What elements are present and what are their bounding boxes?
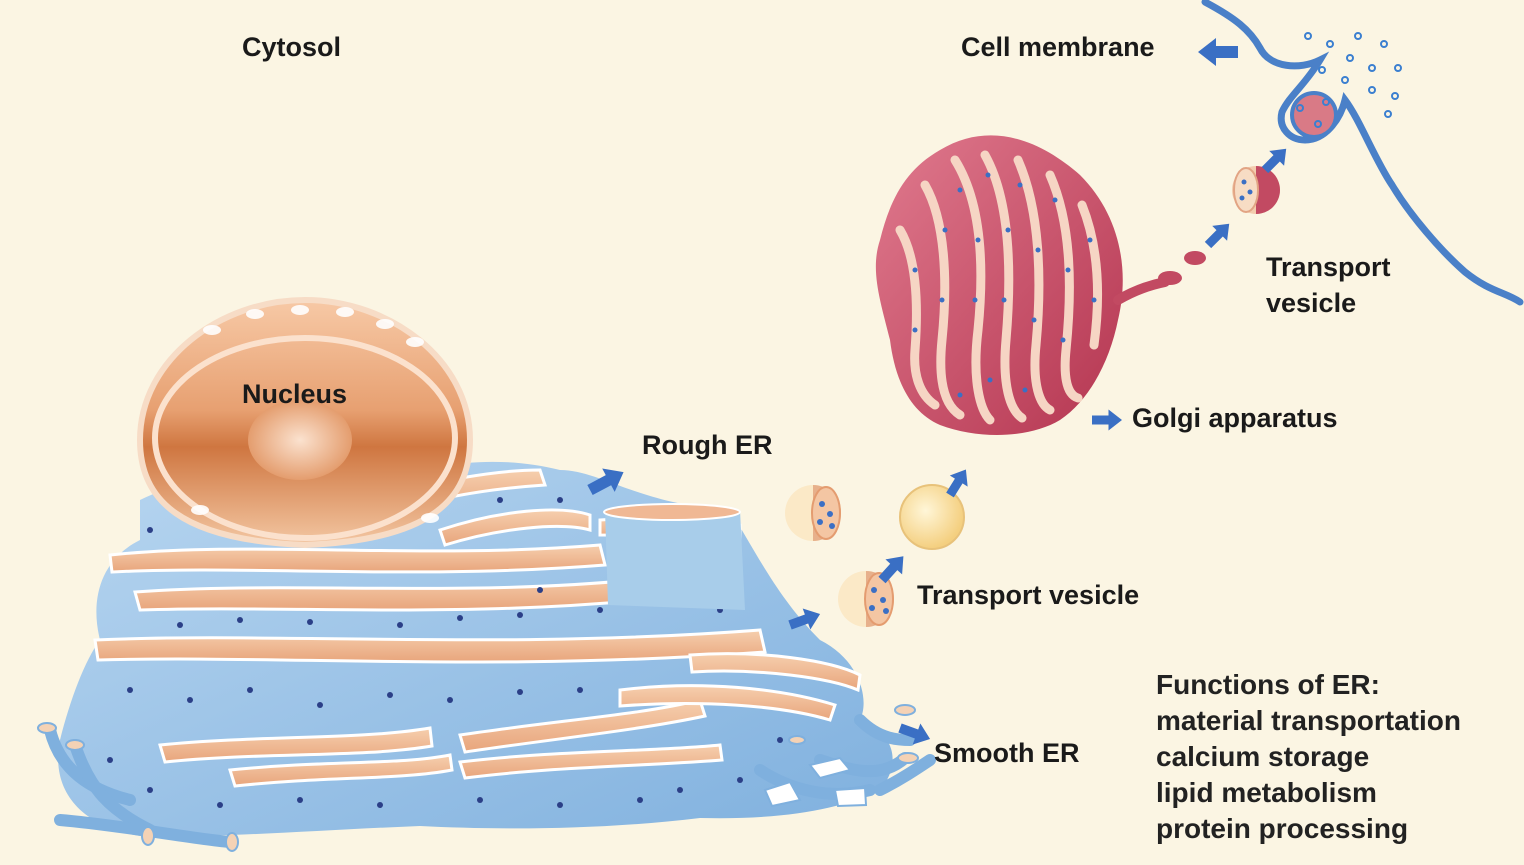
golgi-shape: [875, 135, 1206, 436]
nucleus-shape: [136, 296, 474, 549]
secreted-particles: [1296, 32, 1402, 128]
golgi-label: Golgi apparatus: [1132, 403, 1338, 433]
transport-vesicle-middle-shapes: [785, 484, 965, 627]
cell-membrane-label: Cell membrane: [961, 32, 1155, 62]
smooth-er-label: Smooth ER: [934, 738, 1080, 768]
function-item: calcium storage: [1156, 741, 1370, 772]
arrow-golgi-to-vesicle: [1200, 216, 1237, 253]
transport-vesicle-top-shape: [1232, 166, 1280, 214]
functions-title: Functions of ER:: [1156, 669, 1380, 700]
arrow-to-golgi-label: [1092, 409, 1122, 431]
transport-vesicle-top-label-line2: vesicle: [1266, 288, 1357, 318]
function-item: protein processing: [1156, 813, 1409, 844]
er-shape: [58, 461, 893, 837]
functions-of-er-block: Functions of ER: material transportation…: [1156, 667, 1461, 847]
function-item: lipid metabolism: [1156, 777, 1377, 808]
arrow-to-cell-membrane: [1198, 38, 1238, 66]
nucleus-label: Nucleus: [242, 379, 348, 409]
rough-er-label: Rough ER: [642, 430, 773, 460]
transport-vesicle-middle-label: Transport vesicle: [917, 580, 1140, 610]
function-item: material transportation: [1156, 705, 1461, 736]
fusing-vesicle: [1290, 91, 1338, 139]
cell-membrane-line: [1201, 0, 1524, 306]
cytosol-label: Cytosol: [242, 32, 342, 62]
transport-vesicle-top-label-line1: Transport: [1266, 252, 1391, 282]
